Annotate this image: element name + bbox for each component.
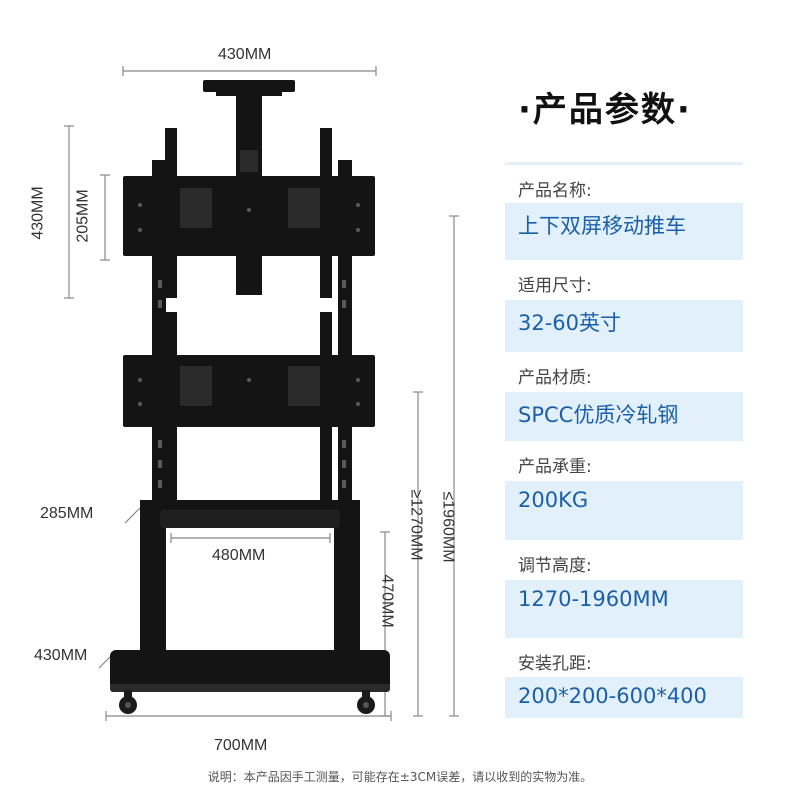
spec-label-holes: 安装孔距: bbox=[505, 638, 743, 680]
spec-label-size: 适用尺寸: bbox=[505, 260, 743, 302]
spec-panel-bg bbox=[505, 162, 743, 718]
top-width-label: 430MM bbox=[218, 46, 272, 63]
spec-label-material: 产品材质: bbox=[505, 352, 743, 394]
base-width-label: 700MM bbox=[214, 737, 268, 754]
spec-title: ·产品参数· bbox=[518, 90, 692, 130]
shelf-depth-label: 285MM bbox=[40, 505, 94, 522]
spec-label-name: 产品名称: bbox=[505, 165, 743, 207]
spec-value-size: 32-60英寸 bbox=[505, 300, 743, 338]
spec-label-load: 产品承重: bbox=[505, 441, 743, 483]
spec-value-holes: 200*200-600*400 bbox=[505, 677, 743, 715]
shelf-height-label: 470MM bbox=[378, 574, 396, 628]
cart-body bbox=[110, 80, 390, 692]
spec-value-height: 1270-1960MM bbox=[505, 580, 743, 618]
mounting-holes bbox=[138, 203, 360, 488]
spec-value-material: SPCC优质冷轧钢 bbox=[505, 392, 743, 430]
shelf-width-label: 480MM bbox=[212, 547, 266, 564]
spec-value-name: 上下双屏移动推车 bbox=[505, 203, 743, 241]
spec-value-load: 200KG bbox=[505, 481, 743, 519]
max-height-label: ≤1960MM bbox=[439, 491, 457, 563]
mount-height-label: 205MM bbox=[74, 189, 92, 243]
base-depth-label: 430MM bbox=[34, 647, 88, 664]
min-height-label: ≥1270MM bbox=[407, 489, 425, 561]
spec-label-height: 调节高度: bbox=[505, 540, 743, 582]
casters bbox=[119, 690, 375, 714]
footer-disclaimer: 说明：本产品因手工测量，可能存在±3CM误差，请以收到的实物为准。 bbox=[207, 770, 593, 784]
left-height-label: 430MM bbox=[29, 186, 47, 240]
